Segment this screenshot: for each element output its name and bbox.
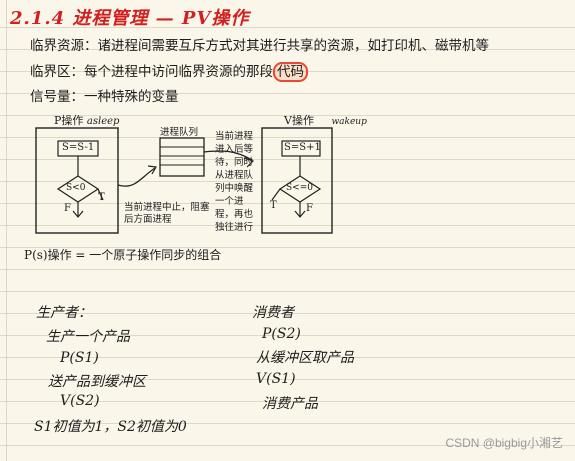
p-cond-text: S<0 [66, 183, 86, 193]
producer-step-2: P(S1) [60, 350, 99, 366]
watermark: CSDN @bigbig小湘艺 [445, 436, 563, 450]
process-queue-box [159, 137, 205, 177]
queue-label: 进程队列 [160, 127, 199, 138]
consumer-heading: 消费者 [252, 305, 294, 321]
v-true-label: T [270, 200, 277, 211]
producer-step-4: V(S2) [60, 393, 100, 409]
p-assign-text: S=S-1 [62, 142, 95, 153]
code-highlight: 代码 [273, 62, 308, 82]
p-to-queue-arrow [117, 167, 156, 187]
p-false-label: F [64, 203, 71, 214]
p-caption: 当前进程中止，阻塞后方面进程 [124, 202, 210, 225]
pv-definition: P(s)操作 = 一个原子操作同步的组合 [24, 248, 222, 262]
p-outer-box [35, 127, 119, 234]
producer-step-1: 生产一个产品 [46, 329, 130, 345]
definition-critical-resource: 临界资源：诸进程间需要互斥方式对其进行共享的资源，如打印机、磁带机等 [30, 38, 489, 54]
v-caption: 当前进程进入后等待，同时从进程队列中唤醒一个进程，再也独往进行 [215, 131, 254, 233]
v-cond-text: S<=0 [286, 183, 313, 193]
v-outer-box [261, 127, 333, 234]
v-op-label: V操作 wakeup [284, 114, 367, 127]
critical-section-text: 临界区：每个进程中访问临界资源的那段 [30, 64, 273, 80]
consumer-step-3: V(S1) [256, 371, 296, 387]
p-true-label: T [98, 192, 105, 203]
definition-semaphore: 信号量：一种特殊的变量 [30, 89, 179, 105]
consumer-step-2: 从缓冲区取产品 [256, 350, 354, 366]
producer-step-3: 送产品到缓冲区 [48, 374, 146, 390]
page-title: 2.1.4 进程管理 — PV操作 [10, 8, 250, 29]
init-note: S1初值为1，S2初值为0 [34, 419, 187, 435]
v-false-label: F [306, 203, 313, 214]
consumer-step-4: 消费产品 [262, 396, 318, 412]
producer-heading: 生产者： [36, 305, 92, 321]
definition-critical-section: 临界区：每个进程中访问临界资源的那段代码 [30, 60, 308, 82]
consumer-step-1: P(S2) [262, 326, 301, 342]
v-assign-box [281, 140, 321, 157]
queue-to-v-arrow [203, 150, 253, 161]
v-assign-text: S=S+1 [284, 142, 321, 153]
p-op-label: P操作 asleep [54, 114, 120, 127]
margin-line [6, 0, 7, 461]
